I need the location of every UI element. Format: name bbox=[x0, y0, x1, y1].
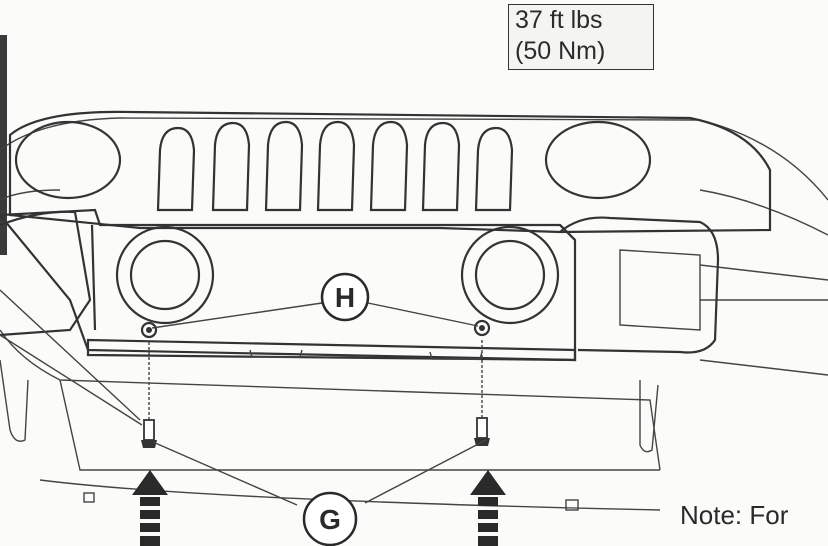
headlamp-right bbox=[544, 120, 652, 200]
bolt-g-right bbox=[474, 340, 490, 446]
leader-lines-g bbox=[0, 289, 487, 506]
mount-tabs bbox=[83, 492, 579, 511]
torque-spec-box: 37 ft lbs (50 Nm) bbox=[508, 4, 654, 70]
vehicle-body-outline bbox=[0, 117, 828, 376]
callout-h: H bbox=[320, 272, 370, 322]
callout-h-label: H bbox=[335, 282, 355, 313]
arrow-up-right-icon bbox=[470, 470, 506, 546]
nut-h-right bbox=[473, 319, 491, 337]
callout-g: G bbox=[302, 491, 358, 546]
frame-edge bbox=[0, 35, 7, 255]
note-text: Note: For bbox=[680, 500, 789, 530]
fog-lamp-right bbox=[460, 225, 560, 325]
grille bbox=[8, 110, 772, 234]
nut-h-left bbox=[140, 321, 158, 339]
headlamp-left bbox=[14, 120, 122, 200]
bolt-g-left bbox=[141, 342, 157, 448]
arrow-up-left-icon bbox=[132, 470, 168, 546]
torque-metric: (50 Nm) bbox=[515, 37, 606, 65]
grille-slots bbox=[156, 120, 514, 212]
fog-lamp-left bbox=[115, 225, 215, 325]
torque-imperial: 37 ft lbs bbox=[515, 6, 603, 34]
callout-g-label: G bbox=[319, 504, 341, 535]
bumper bbox=[0, 208, 720, 511]
leader-lines-h bbox=[151, 302, 479, 329]
